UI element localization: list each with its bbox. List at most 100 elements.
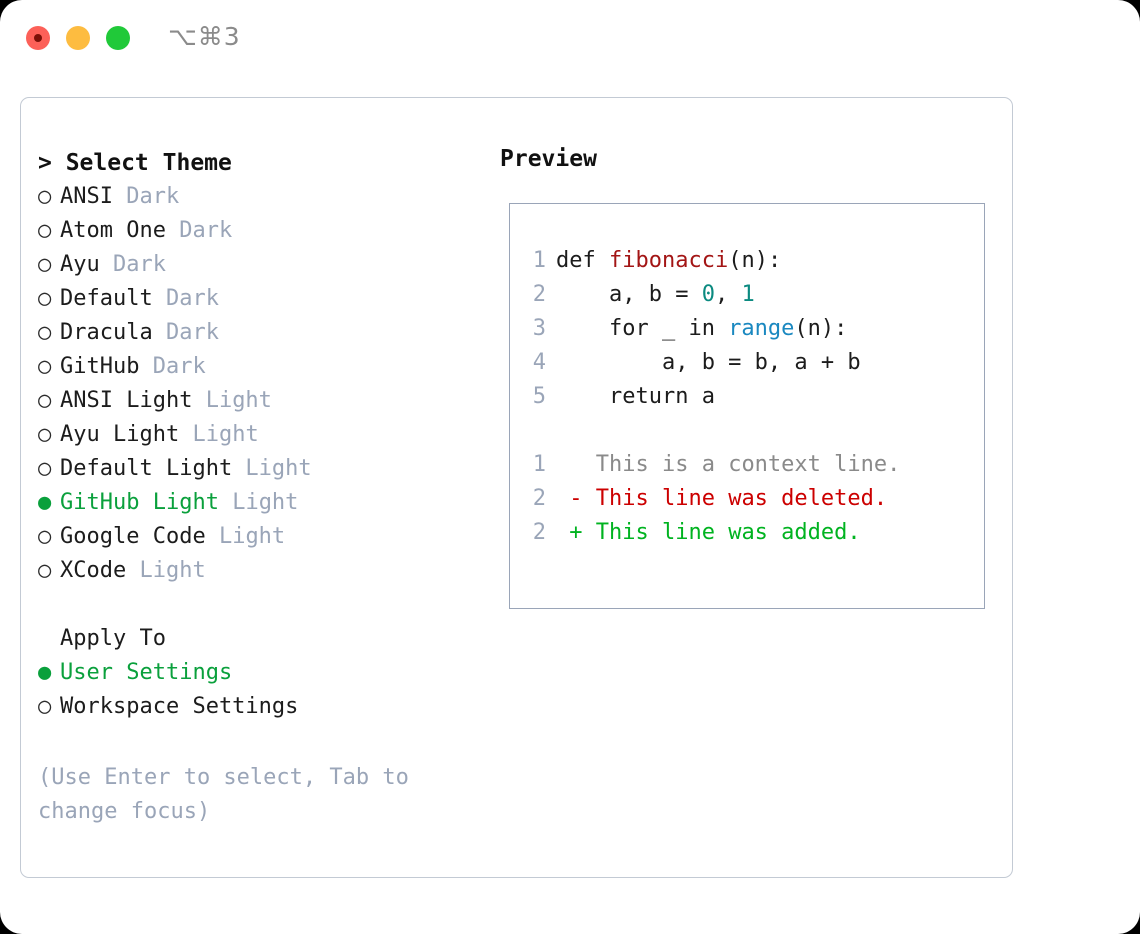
theme-variant-badge: Light [232, 456, 312, 481]
theme-variant-badge: Dark [99, 252, 166, 277]
theme-option[interactable]: ○ Atom One Dark [38, 214, 478, 248]
code-token: (n): [728, 248, 782, 273]
keyboard-shortcut-label: ⌥⌘3 [168, 22, 241, 51]
theme-variant-badge: Dark [165, 218, 233, 243]
code-line: 3 for _ in range(n): [526, 312, 900, 346]
diff-text: This is a context line. [582, 452, 901, 477]
radio-unselected-icon[interactable]: ○ [38, 320, 52, 345]
radio-unselected-icon[interactable]: ○ [38, 422, 52, 447]
theme-name: Atom One [60, 218, 166, 243]
radio-unselected-icon[interactable]: ○ [38, 558, 52, 583]
theme-selector-column: > Select Theme ○ANSI Dark○Atom One Dark○… [38, 146, 478, 724]
theme-variant-badge: Dark [139, 354, 206, 379]
diff-sign: + [556, 520, 583, 545]
radio-unselected-icon[interactable]: ○ [38, 456, 52, 481]
radio-unselected-icon[interactable]: ○ [38, 252, 52, 277]
diff-text: This line was deleted. [582, 486, 888, 511]
line-number: 4 [532, 350, 546, 375]
select-theme-header: > Select Theme [38, 150, 232, 176]
code-token: fibonacci [608, 248, 729, 273]
radio-selected-icon[interactable]: ● [38, 490, 52, 515]
theme-variant-badge: Light [192, 388, 272, 413]
line-number: 2 [532, 282, 546, 307]
theme-variant-badge: Light [179, 422, 259, 447]
apply-to-header: Apply To [60, 626, 166, 651]
theme-option[interactable]: ○ Ayu Dark [38, 248, 478, 282]
close-button[interactable] [26, 26, 50, 50]
code-token: 1 [741, 282, 755, 307]
radio-unselected-icon[interactable]: ○ [38, 354, 52, 379]
theme-option[interactable]: ● GitHub Light Light [38, 486, 478, 520]
code-token: def [556, 248, 609, 273]
diff-line: 2 - This line was deleted. [526, 482, 900, 516]
theme-option[interactable]: ○ GitHub Dark [38, 350, 478, 384]
theme-name: XCode [60, 558, 127, 583]
apply-to-list: ● User Settings ○ Workspace Settings [38, 656, 478, 724]
apply-to-option[interactable]: ● User Settings [38, 656, 478, 690]
theme-variant-badge: Light [205, 524, 286, 549]
theme-name: Ayu Light [60, 422, 180, 447]
apply-to-label: User Settings [60, 660, 233, 685]
diff-line: 1 This is a context line. [526, 448, 901, 482]
theme-option[interactable]: ○ ANSI Dark [38, 180, 478, 214]
apply-to-option[interactable]: ○ Workspace Settings [38, 690, 478, 724]
radio-selected-icon[interactable]: ● [38, 660, 52, 685]
radio-unselected-icon[interactable]: ○ [38, 388, 52, 413]
theme-name: Ayu [60, 252, 100, 277]
theme-option[interactable]: ○ Dracula Dark [38, 316, 478, 350]
theme-name: GitHub [60, 354, 140, 379]
theme-name: ANSI Light [60, 388, 193, 413]
theme-list: ○ ANSI Dark ○ Atom One Dark ○ Ayu Dark ○ Defaul… [38, 180, 478, 588]
theme-option[interactable]: ○Google Code Light [38, 520, 478, 554]
theme-name: GitHub Light [60, 490, 219, 515]
apply-to-label: Workspace Settings [60, 694, 299, 719]
theme-name: Default Light [60, 456, 233, 481]
theme-option[interactable]: ○ Default Light Light [38, 452, 478, 486]
diff-sign [556, 452, 583, 477]
code-line: 5 return a [526, 380, 900, 414]
maximize-button[interactable] [106, 26, 130, 50]
theme-variant-badge: Light [218, 490, 299, 515]
code-line: 2 a, b = 0, 1 [526, 278, 900, 312]
radio-unselected-icon[interactable]: ○ [38, 184, 52, 209]
radio-unselected-icon[interactable]: ○ [38, 524, 52, 549]
theme-variant-badge: Dark [152, 320, 219, 345]
code-token: (n): [794, 316, 848, 341]
theme-variant-badge: Dark [112, 184, 180, 209]
main-panel: > Select Theme ○ANSI Dark○Atom One Dark○… [20, 97, 1013, 878]
theme-name: Default [60, 286, 153, 311]
line-number: 3 [532, 316, 546, 341]
line-number: 1 [532, 452, 546, 477]
theme-name: Dracula [60, 320, 153, 345]
preview-gap [526, 414, 900, 448]
line-number: 1 [532, 248, 546, 273]
theme-option[interactable]: ○ ANSI Light Light [38, 384, 478, 418]
preview-header: Preview [500, 146, 597, 172]
theme-variant-badge: Dark [152, 286, 219, 311]
radio-unselected-icon[interactable]: ○ [38, 694, 52, 719]
theme-option[interactable]: ○ Default Dark [38, 282, 478, 316]
code-token: , [714, 282, 742, 307]
code-token: 0 [701, 282, 715, 307]
line-number: 5 [532, 384, 546, 409]
code-token: a, b = b, a + b [556, 350, 861, 375]
line-number: 2 [532, 486, 546, 511]
keyboard-hint-text: (Use Enter to select, Tab to change focu… [38, 765, 409, 824]
theme-option[interactable]: ○ XCode Light [38, 554, 478, 588]
diff-line: 2 + This line was added. [526, 516, 900, 550]
radio-unselected-icon[interactable]: ○ [38, 218, 52, 243]
code-token: for _ in [556, 316, 729, 341]
code-token: return a [556, 384, 715, 409]
diff-text: This line was added. [582, 520, 861, 545]
theme-name: ANSI [60, 184, 113, 209]
list-spacer [38, 588, 478, 622]
minimize-button[interactable] [66, 26, 90, 50]
code-token: a, b = [556, 282, 702, 307]
radio-unselected-icon[interactable]: ○ [38, 286, 52, 311]
line-number: 2 [532, 520, 546, 545]
theme-option[interactable]: ○ Ayu Light Light [38, 418, 478, 452]
theme-variant-badge: Light [126, 558, 206, 583]
